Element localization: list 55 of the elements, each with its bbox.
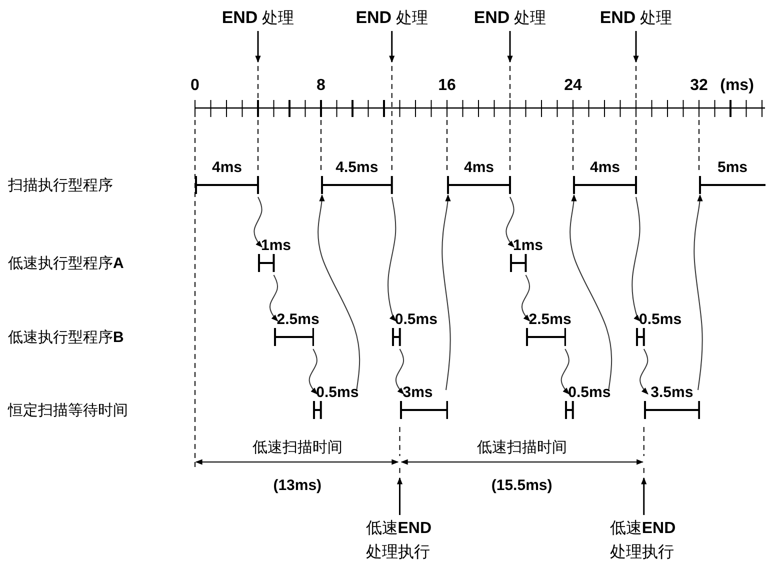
tick-label: 0 [190,77,200,95]
arrow [389,31,395,63]
duration-segment: 5ms [699,159,766,194]
duration-segment: 2.5ms [526,311,572,346]
tick-label: 24 [564,77,582,95]
tick-label: 32 [690,77,708,95]
duration-segment: 0.5ms [636,311,682,346]
duration-segment: 0.5ms [392,311,438,346]
arrow [442,194,451,390]
arrow [388,196,396,322]
arrow [318,194,360,390]
arrow [506,196,514,248]
arrow [396,477,403,515]
end-process-label: END 处理 [600,8,672,29]
end-process-label: END 处理 [356,8,428,29]
duration-segment: 0.5ms [313,384,359,419]
row-label: 扫描执行型程序 [8,176,113,195]
dimension-label: 低速扫描时间 [252,438,342,457]
arrow [521,274,530,322]
arrow [570,194,612,390]
dimension-value: (13ms) [273,477,322,494]
row-label: 低速执行型程序B [8,328,124,347]
arrow [641,477,647,515]
arrow [507,31,513,63]
row-label: 恒定扫描等待时间 [8,401,128,420]
arrow [560,348,570,394]
duration-segment: 1ms [510,237,544,272]
end-process-label: END 处理 [222,8,294,29]
arrow [632,196,640,322]
arrow [308,348,318,394]
arrow [640,348,648,394]
duration-segment: 3ms [400,384,448,419]
row-label: 低速执行型程序A [8,254,124,273]
end-execution-label: 低速END处理执行 [366,517,438,565]
dimension-label: 低速扫描时间 [476,438,567,457]
tick-label: 16 [438,77,456,95]
arrow [255,31,261,63]
duration-segment: 4ms [573,159,637,194]
duration-segment: 2.5ms [274,311,320,346]
duration-segment: 4ms [447,159,511,194]
arrow [633,31,639,63]
arrow [694,194,703,390]
dimension-value: (15.5ms) [491,477,552,494]
unit-label: (ms) [720,77,754,95]
duration-segment: 1ms [258,237,292,272]
end-process-label: END 处理 [474,8,546,29]
duration-segment: 4ms [195,159,259,194]
duration-segment: 3.5ms [644,384,700,419]
duration-segment: 0.5ms [565,384,611,419]
end-execution-label: 低速END处理执行 [610,517,682,565]
tick-label: 8 [316,77,326,95]
duration-segment: 4.5ms [321,159,393,194]
arrow [269,274,278,322]
arrow [395,348,404,394]
arrow [254,196,262,248]
